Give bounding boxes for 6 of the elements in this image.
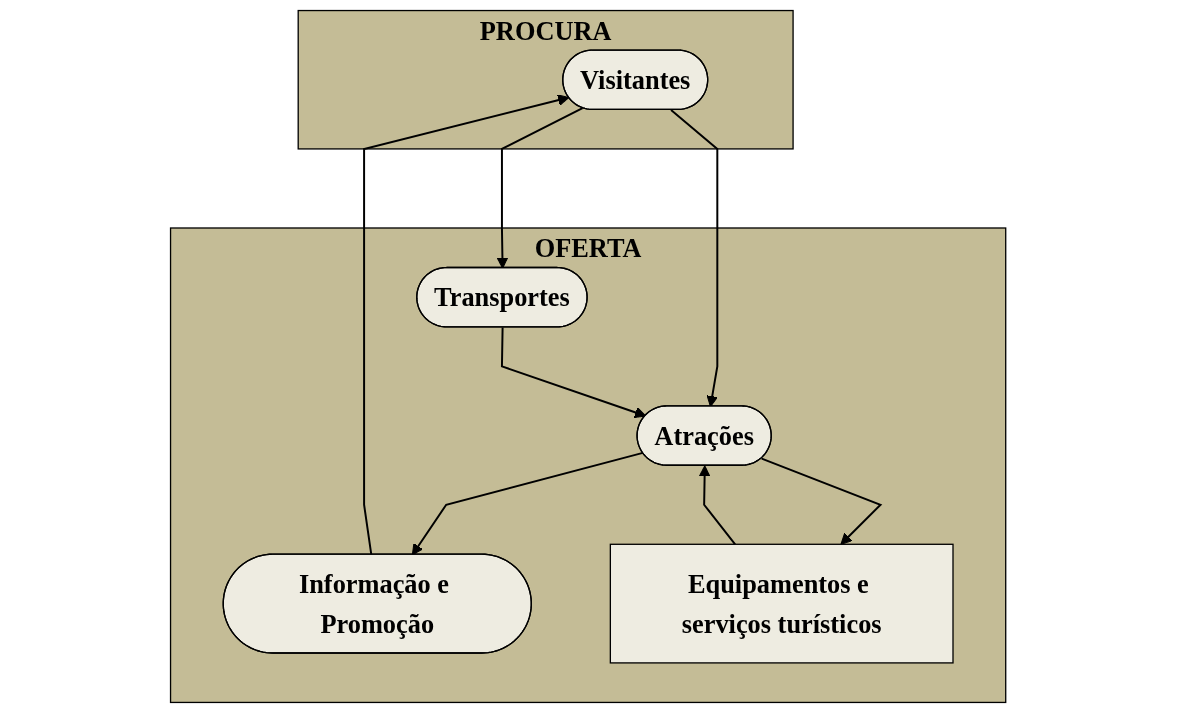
arrow — [699, 465, 737, 546]
arrow — [501, 326, 647, 419]
arrow — [761, 457, 883, 545]
node-box: Equipamentos e serviços turísticos — [610, 543, 954, 664]
arrow — [497, 107, 584, 269]
arrow — [363, 94, 570, 556]
